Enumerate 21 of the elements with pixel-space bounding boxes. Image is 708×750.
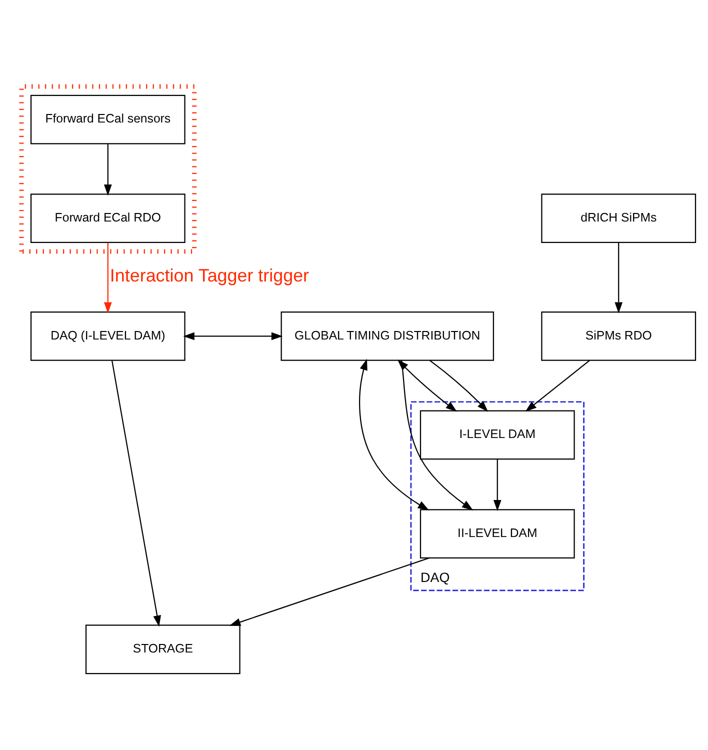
arrow [525, 360, 590, 412]
node-box: II-LEVEL DAM [420, 508, 575, 558]
node-box: DAQ (I-LEVEL DAM) [30, 311, 186, 360]
node-box: GLOBAL TIMING DISTRIBUTION [280, 311, 494, 360]
node-box: SiPMs RDO [541, 311, 696, 360]
node-box: Fforward ECal sensors [30, 94, 186, 144]
arrow [429, 360, 488, 412]
arrow [401, 360, 474, 510]
arrow [104, 144, 112, 196]
arrow [183, 332, 283, 340]
edge-label: Interaction Tagger trigger [110, 265, 310, 286]
arrow [104, 242, 112, 313]
node-box: dRICH SiPMs [541, 193, 696, 243]
cluster [19, 84, 197, 254]
node-box: STORAGE [85, 624, 240, 674]
arrow [493, 458, 502, 511]
arrow [229, 556, 430, 626]
node-box: I-LEVEL DAM [420, 410, 575, 460]
arrow [111, 360, 161, 626]
arrow [614, 242, 623, 313]
node-box: Forward ECal RDO [30, 193, 186, 243]
